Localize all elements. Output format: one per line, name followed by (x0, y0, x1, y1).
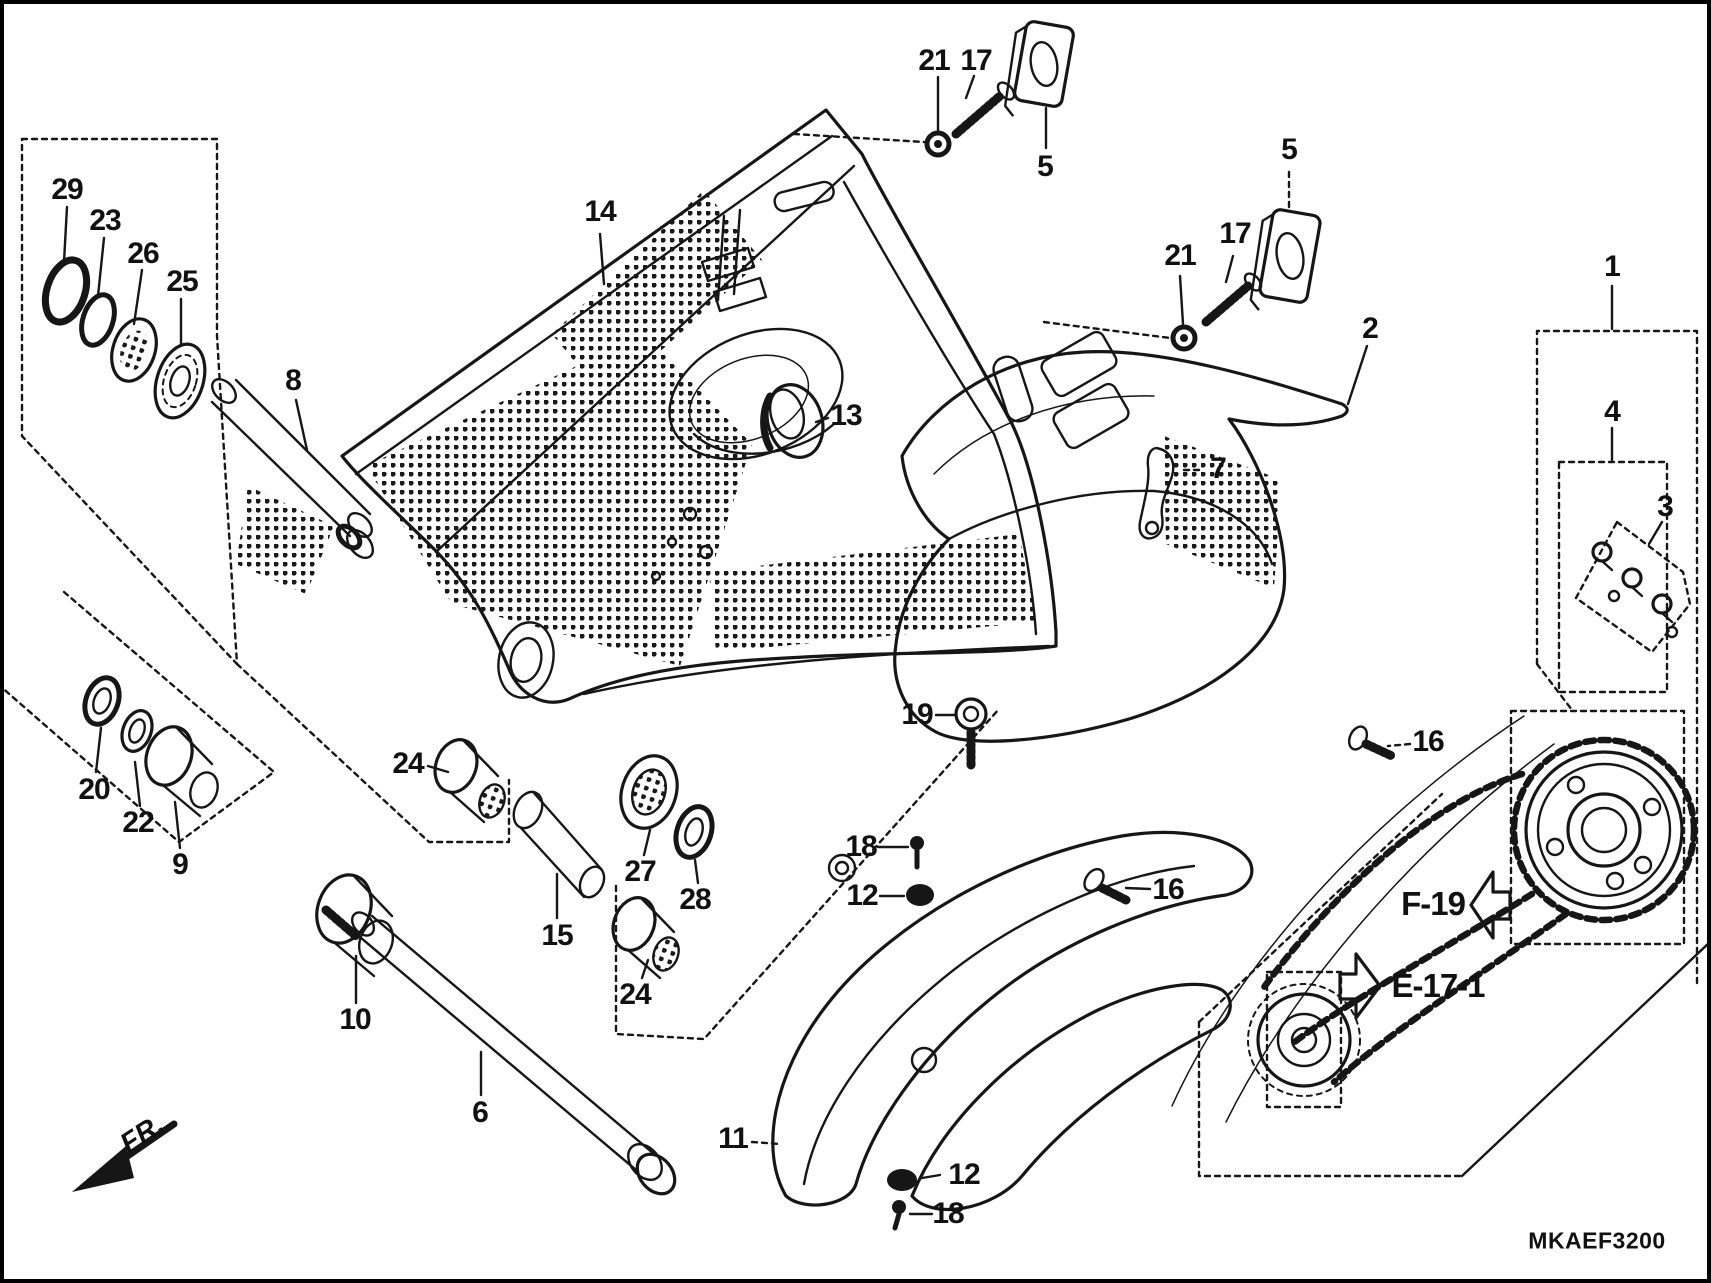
part-callout-3: 3 (1657, 490, 1674, 523)
e171-reference-arrow-icon (1338, 952, 1382, 1020)
pivot-bolt-drawing (315, 873, 677, 1196)
leader-lines (62, 74, 1664, 1216)
part-callout-23: 23 (89, 204, 121, 237)
part-callout-5-b: 5 (1281, 133, 1298, 166)
part-callout-21-a: 21 (918, 44, 950, 77)
reference-label-e171: E-17-1 (1391, 967, 1485, 1004)
fr-direction-arrow-icon (72, 1120, 178, 1192)
part-callout-21-b: 21 (1164, 239, 1196, 272)
part-callout-10: 10 (339, 1003, 371, 1036)
part-callout-5-a: 5 (1037, 150, 1054, 183)
chain-case-drawing (893, 350, 1349, 743)
adjuster-set-a-drawing (924, 20, 1075, 158)
swingarm-drawing (236, 108, 1130, 704)
part-callout-11: 11 (718, 1122, 749, 1155)
chain-slider-drawing (771, 830, 1254, 1211)
adjuster-set-b-drawing (1170, 208, 1322, 352)
diagram-code: MKAEF3200 (1528, 1227, 1666, 1254)
drive-chain-drawing (1171, 715, 1707, 1178)
part-callout-20: 20 (78, 773, 110, 806)
part-callout-14: 14 (584, 195, 616, 228)
small-hardware-drawing (887, 697, 1397, 1231)
part-callout-8: 8 (285, 364, 302, 397)
part-callout-27: 27 (624, 855, 656, 888)
part-callout-18-a: 18 (845, 830, 877, 863)
part-callout-17-a: 17 (960, 44, 992, 77)
rear-sprocket-drawing (1510, 736, 1698, 924)
pivot-bearing-set-left-drawing (41, 256, 207, 420)
bolt-kit-drawing (1591, 541, 1679, 639)
part-callout-22: 22 (122, 806, 154, 839)
part-callout-24-a: 24 (392, 747, 424, 780)
part-callout-15: 15 (541, 919, 573, 952)
part-callout-2: 2 (1362, 312, 1379, 345)
axle-shaft-drawing (210, 378, 373, 551)
cap-13-drawing (760, 383, 825, 459)
part-callout-7: 7 (1210, 452, 1227, 485)
part-callout-16-b: 16 (1152, 873, 1184, 906)
part-callout-9: 9 (172, 848, 189, 881)
part-callout-6: 6 (472, 1096, 489, 1129)
center-bushing-set-drawing (433, 738, 715, 980)
part-callout-19: 19 (901, 698, 933, 731)
reference-label-f19: F-19 (1401, 885, 1466, 922)
part-callout-12-a: 12 (846, 879, 878, 912)
part-callout-24-b: 24 (619, 978, 651, 1011)
part-callout-16-a: 16 (1412, 725, 1444, 758)
front-sprocket-drawing (1247, 983, 1361, 1097)
part-callout-1: 1 (1604, 250, 1621, 283)
part-callout-17-b: 17 (1219, 217, 1251, 250)
part-callout-13: 13 (830, 399, 862, 432)
part-callout-28: 28 (679, 883, 711, 916)
f19-reference-arrow-icon (1469, 870, 1512, 940)
diagram-artwork (4, 20, 1707, 1231)
part-callout-12-b: 12 (948, 1158, 980, 1191)
left-bushing-set-drawing (82, 675, 219, 818)
part-callout-26: 26 (127, 237, 159, 270)
part-callout-4: 4 (1604, 395, 1621, 428)
part-callout-25: 25 (166, 265, 198, 298)
bracket-7-drawing (1138, 446, 1175, 540)
part-callout-29: 29 (51, 173, 83, 206)
part-callout-18-b: 18 (932, 1197, 964, 1230)
